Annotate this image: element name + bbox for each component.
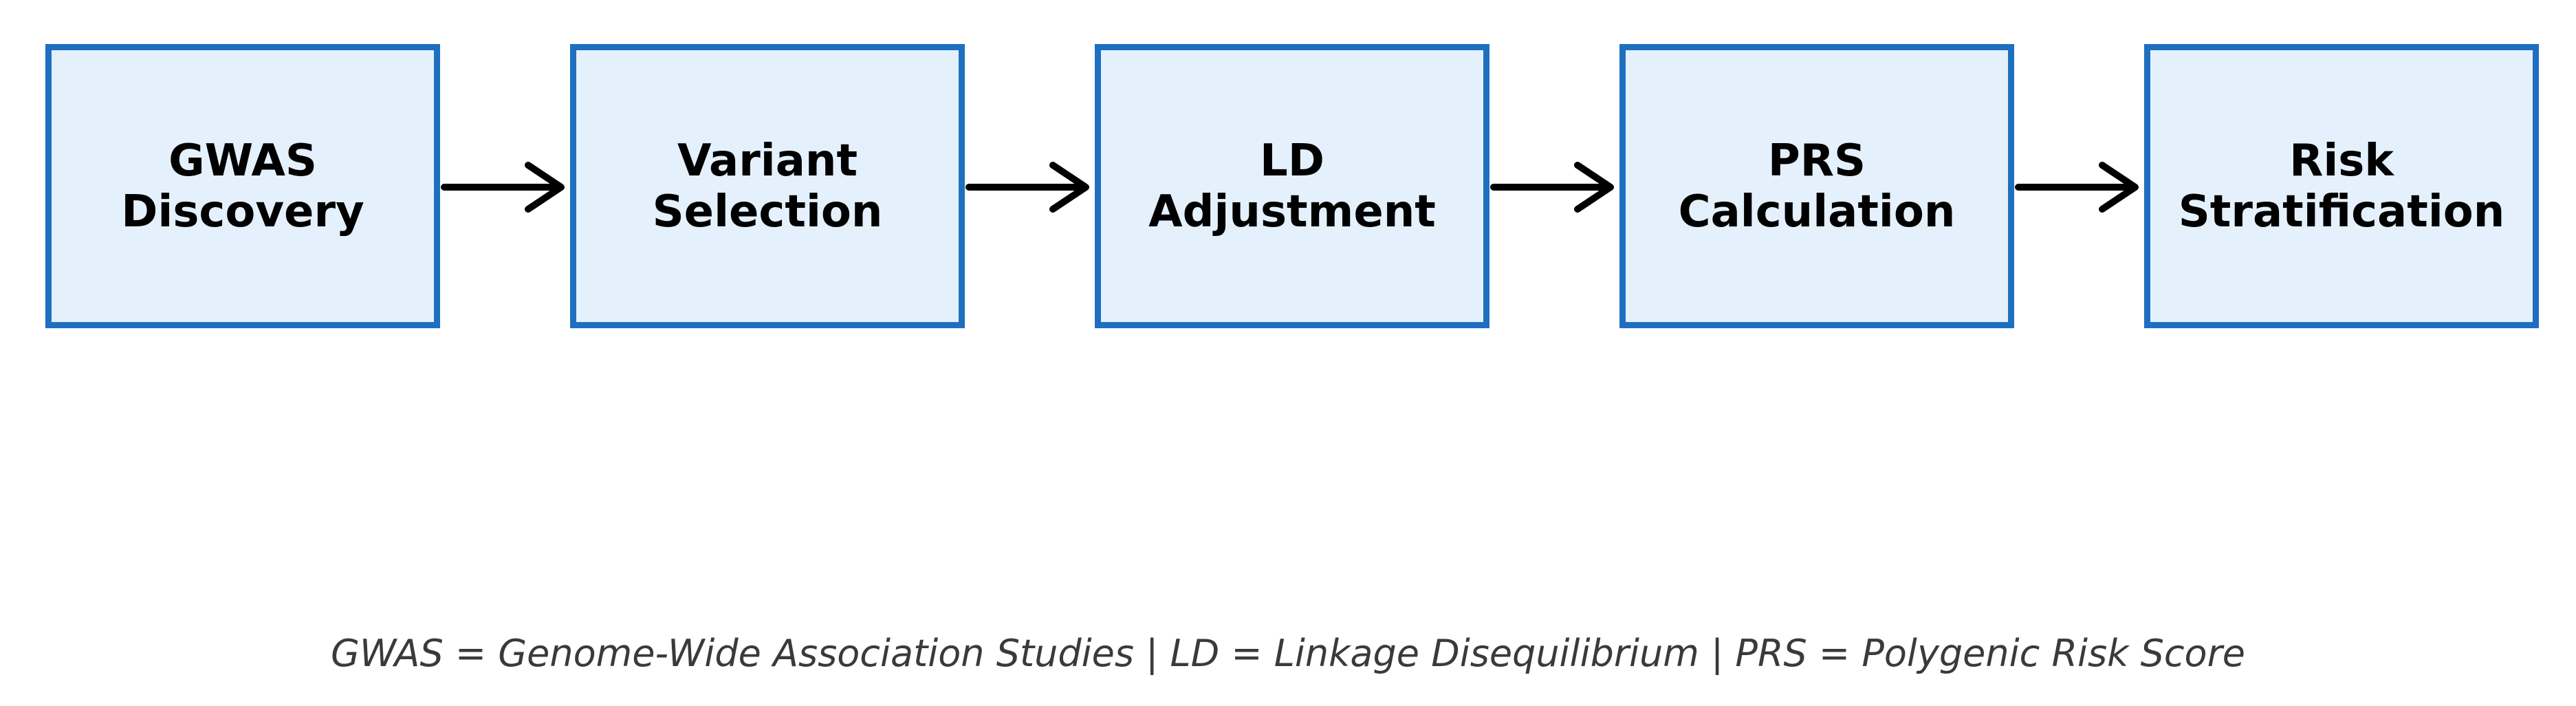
abbreviation-footnote: GWAS = Genome-Wide Association Studies |…: [330, 632, 2246, 675]
step-label-line1: Variant: [677, 135, 858, 186]
step-label: Variant Selection: [653, 136, 883, 237]
step-variant-selection: Variant Selection: [570, 44, 965, 328]
arrow-right-icon: [2015, 162, 2139, 213]
arrow-right-icon: [965, 162, 1089, 213]
step-label: Risk Stratification: [2179, 136, 2505, 237]
step-label-line2: Calculation: [1678, 186, 1956, 237]
step-label-line2: Stratification: [2178, 186, 2505, 237]
step-label-line1: LD: [1260, 135, 1324, 186]
step-label: LD Adjustment: [1148, 136, 1436, 237]
step-label: GWAS Discovery: [121, 136, 364, 237]
step-label-line1: Risk: [2289, 135, 2394, 186]
step-label-line2: Discovery: [121, 186, 364, 237]
step-label-line1: PRS: [1767, 135, 1866, 186]
arrow-right-icon: [1490, 162, 1614, 213]
step-label: PRS Calculation: [1679, 136, 1956, 237]
step-risk-stratification: Risk Stratification: [2144, 44, 2539, 328]
arrow-right-icon: [441, 162, 565, 213]
step-prs-calculation: PRS Calculation: [1619, 44, 2014, 328]
step-ld-adjustment: LD Adjustment: [1095, 44, 1489, 328]
step-label-line2: Adjustment: [1148, 186, 1436, 237]
step-label-line1: GWAS: [168, 135, 317, 186]
step-gwas-discovery: GWAS Discovery: [45, 44, 440, 328]
step-label-line2: Selection: [652, 186, 883, 237]
